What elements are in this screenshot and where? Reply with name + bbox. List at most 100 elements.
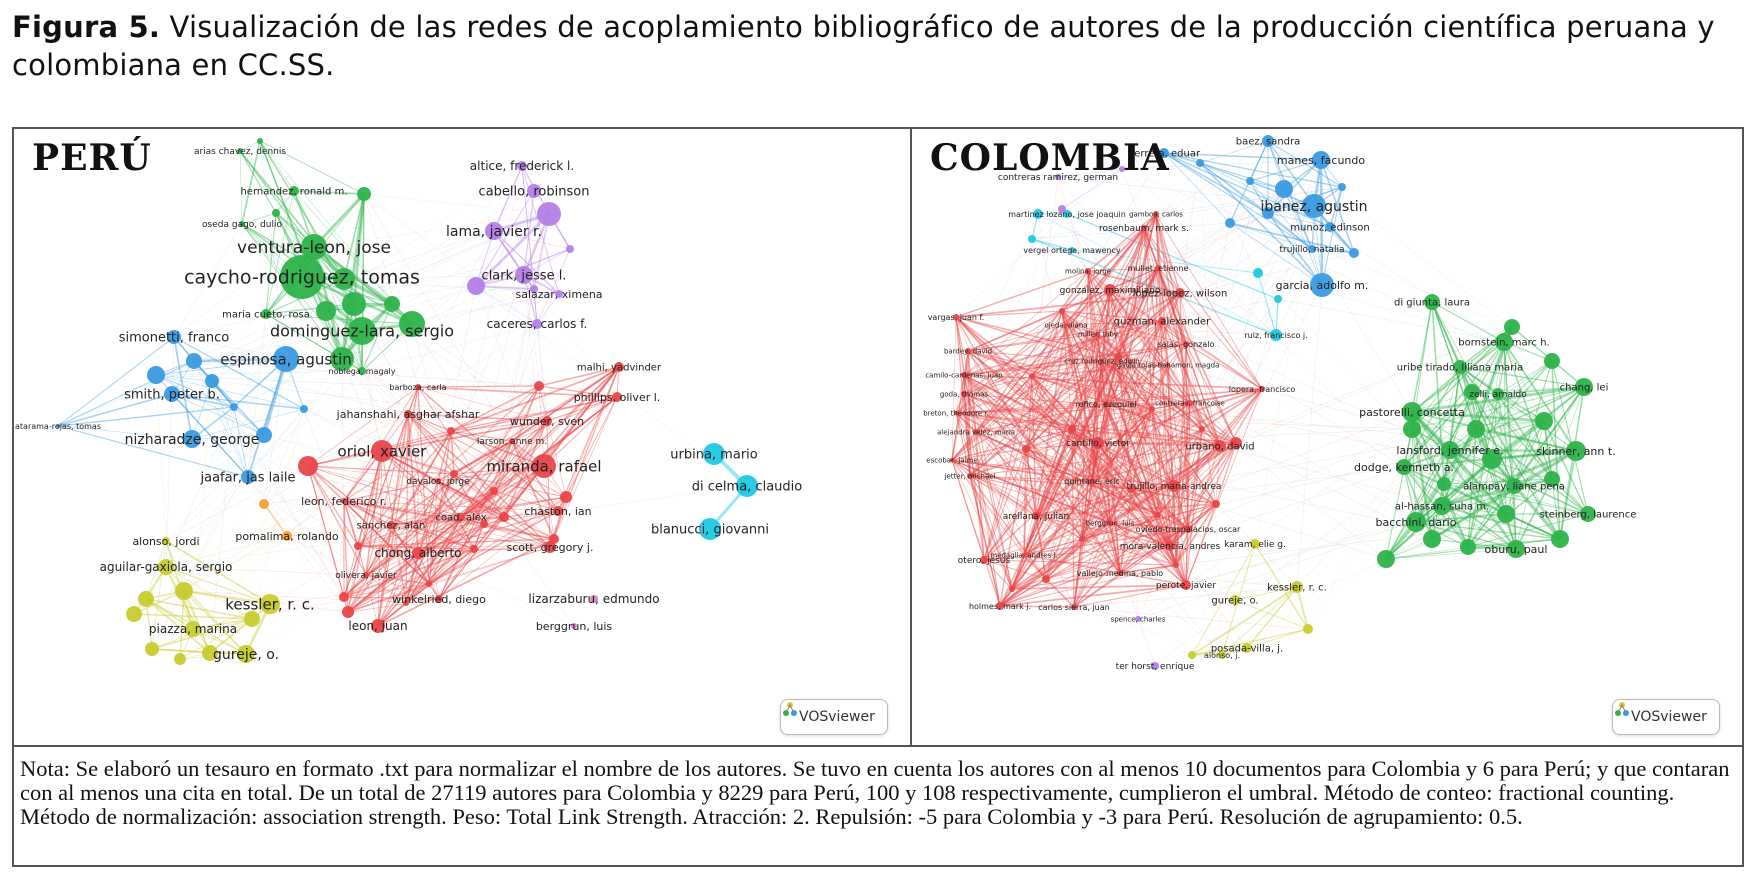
- network-link: [1169, 485, 1175, 547]
- network-link: [363, 193, 513, 442]
- network-link: [1045, 333, 1099, 580]
- network-link: [1551, 386, 1585, 480]
- network-node: [1175, 288, 1185, 298]
- network-link: [1031, 375, 1189, 530]
- network-node: [1218, 651, 1226, 659]
- network-node: [1402, 402, 1422, 422]
- network-link: [967, 333, 1099, 352]
- node-label: posada-villa, j.: [1211, 644, 1283, 655]
- network-link: [1257, 272, 1517, 550]
- network-link: [437, 285, 477, 482]
- network-link: [1283, 188, 1323, 286]
- network-link: [553, 496, 567, 540]
- network-link: [1471, 386, 1585, 393]
- network-node: [239, 221, 245, 227]
- network-link: [1155, 213, 1191, 404]
- network-link: [955, 412, 1073, 430]
- node-label: lansford, jennifer e.: [1396, 444, 1503, 457]
- network-link: [1441, 478, 1553, 507]
- network-link: [1119, 428, 1203, 574]
- network-link: [453, 473, 567, 498]
- network-link: [1071, 428, 1156, 667]
- network-link: [411, 323, 555, 540]
- network-link: [983, 448, 1027, 561]
- network-link: [1061, 310, 1119, 358]
- figure-caption: Figura 5. Visualización de las redes de …: [12, 8, 1747, 84]
- network-link: [193, 357, 287, 363]
- network-link: [1467, 513, 1589, 548]
- network-link: [1411, 410, 1545, 423]
- peru-panel-title: PERÚ: [32, 137, 152, 179]
- network-link: [1131, 488, 1139, 620]
- network-link: [407, 413, 455, 475]
- network-node: [1230, 437, 1242, 449]
- network-link: [428, 496, 567, 585]
- network-link: [259, 140, 343, 360]
- network-link: [511, 440, 555, 540]
- network-link: [1443, 428, 1477, 485]
- network-link: [241, 140, 261, 225]
- network-link: [951, 459, 1171, 547]
- network-link: [263, 358, 287, 505]
- network-link: [450, 396, 618, 432]
- network-node: [1159, 148, 1169, 158]
- network-link: [1497, 393, 1517, 550]
- network-link: [343, 193, 365, 280]
- network-node: [1396, 459, 1412, 475]
- network-link: [1441, 458, 1493, 507]
- network-link: [1101, 289, 1111, 362]
- network-link: [450, 366, 620, 432]
- network-link: [1167, 364, 1171, 547]
- network-link: [1173, 222, 1231, 487]
- network-link: [209, 603, 271, 654]
- network-link: [417, 386, 505, 518]
- network-link: [1173, 388, 1263, 487]
- network-link: [1449, 391, 1473, 451]
- network-node: [1196, 159, 1204, 167]
- network-node: [1063, 210, 1071, 218]
- network-link: [286, 535, 407, 604]
- network-link: [1105, 356, 1119, 405]
- network-link: [1011, 356, 1119, 590]
- network-link: [1161, 320, 1169, 366]
- network-node: [1441, 441, 1459, 459]
- network-link: [1087, 213, 1157, 272]
- network-link: [307, 465, 462, 518]
- network-link: [1143, 227, 1191, 404]
- network-link: [438, 496, 567, 600]
- node-label: guzman, alexander: [1114, 317, 1211, 328]
- network-link: [313, 213, 550, 248]
- network-link: [546, 420, 551, 548]
- network-link: [967, 350, 1121, 574]
- network-link: [286, 523, 485, 537]
- network-link: [1503, 341, 1553, 480]
- network-link: [438, 248, 571, 600]
- network-link: [1249, 140, 1269, 182]
- network-node: [614, 362, 624, 372]
- network-link: [325, 213, 550, 312]
- node-label: lopez-lopez, wilson: [1133, 289, 1228, 300]
- network-link: [1175, 528, 1189, 566]
- network-link: [133, 366, 620, 615]
- network-link: [407, 413, 548, 422]
- network-link: [1415, 512, 1507, 524]
- network-link: [347, 450, 383, 613]
- network-link: [1161, 298, 1279, 322]
- network-link: [1087, 270, 1405, 468]
- network-link: [363, 193, 538, 325]
- network-link: [1011, 267, 1159, 590]
- network-link: [450, 430, 513, 442]
- network-link: [1497, 386, 1585, 395]
- network-link: [343, 500, 430, 585]
- network-link: [1185, 343, 1191, 404]
- network-link: [1471, 391, 1561, 540]
- network-node: [1103, 401, 1109, 407]
- node-label: coad, alex: [435, 513, 486, 524]
- node-label: dominguez-lara, sergio: [270, 322, 454, 341]
- network-link: [1097, 333, 1169, 366]
- network-link: [211, 380, 249, 478]
- network-link: [951, 375, 1033, 461]
- network-link: [1031, 375, 1121, 574]
- network-link: [1031, 364, 1169, 377]
- network-link: [955, 316, 1083, 540]
